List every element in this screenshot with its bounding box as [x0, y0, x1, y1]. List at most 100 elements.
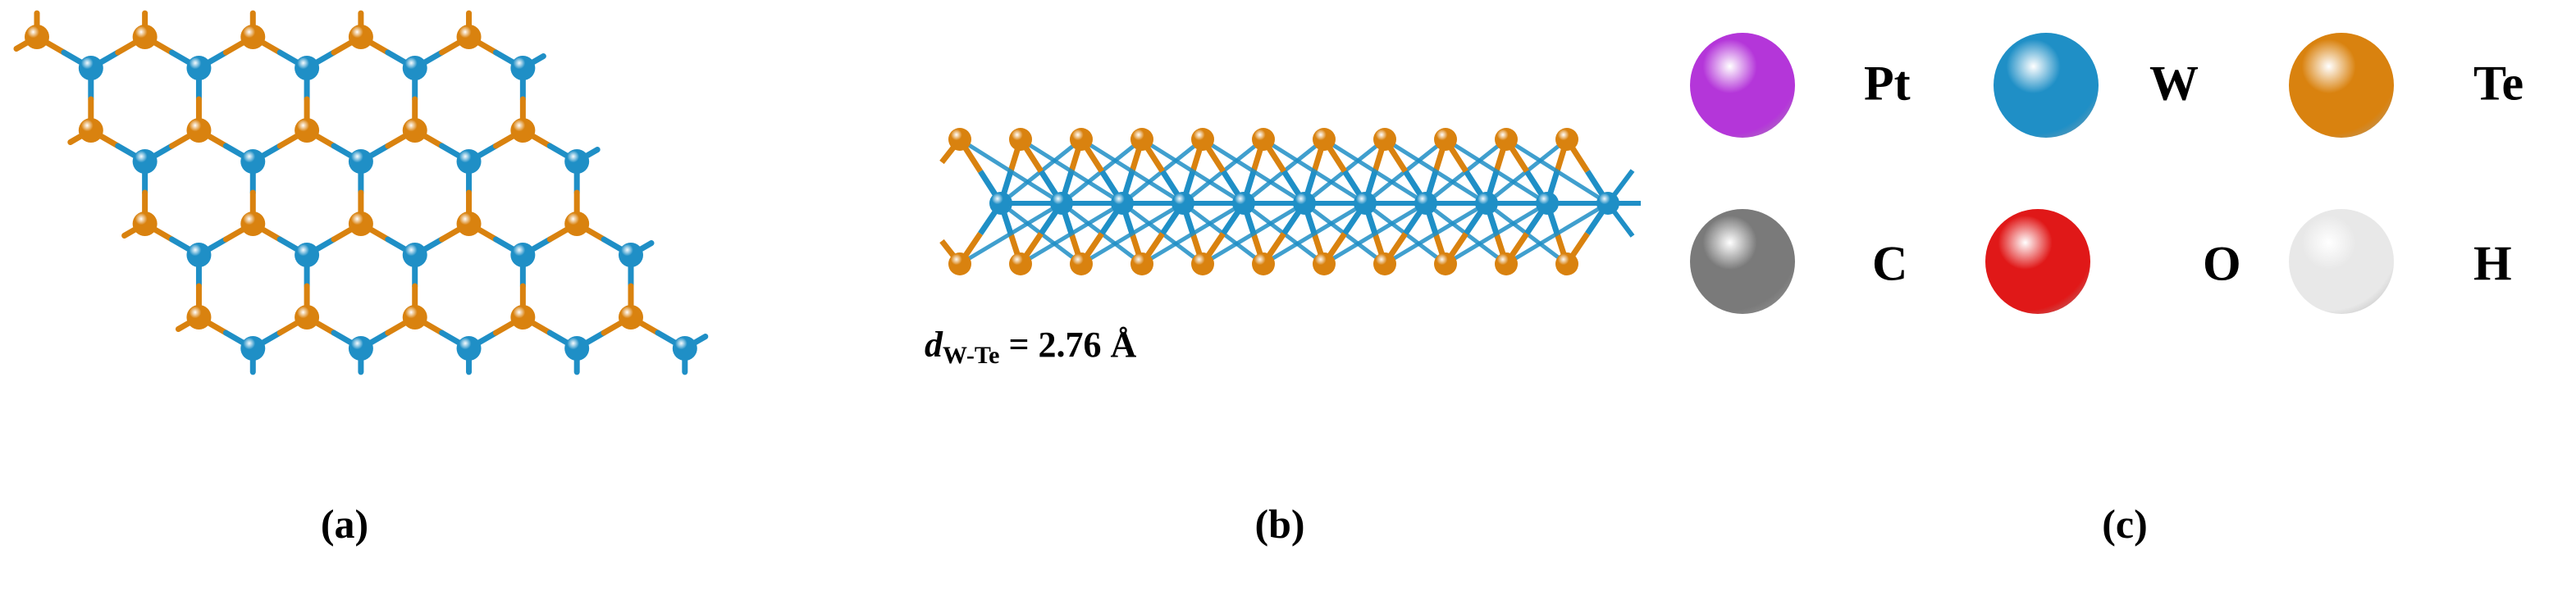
tungsten-atom	[564, 149, 590, 174]
tellurium-atom	[1070, 128, 1093, 151]
tellurium-atom	[1191, 252, 1214, 275]
bond	[1019, 201, 1124, 266]
tungsten-atom	[1293, 192, 1316, 215]
tungsten-atom	[1536, 192, 1559, 215]
legend-ball-pt	[1690, 33, 1795, 138]
tungsten-atom	[456, 149, 482, 174]
bond	[958, 201, 1063, 266]
atom-layer	[948, 128, 1619, 275]
legend-label-pt: Pt	[1864, 56, 1911, 111]
tungsten-atom	[564, 336, 590, 361]
tellurium-atom	[1495, 128, 1518, 151]
tungsten-atom	[132, 149, 158, 174]
panel-b-side-view	[902, 0, 1641, 591]
tungsten-atom	[1232, 192, 1255, 215]
tellurium-atom	[1555, 252, 1578, 275]
wte2-top-view-lattice	[13, 10, 709, 375]
tungsten-atom	[510, 243, 536, 267]
bond-length-subscript: W-Te	[943, 342, 1000, 369]
wte2-side-view-lattice	[939, 128, 1641, 275]
tungsten-atom	[989, 192, 1012, 215]
legend-ball-h	[2289, 209, 2394, 314]
tellurium-atom	[186, 118, 212, 143]
tellurium-atom	[456, 211, 482, 236]
bond	[1262, 201, 1367, 266]
legend-ball-w	[1994, 33, 2099, 138]
legend-label-o: O	[2203, 236, 2241, 291]
legend-ball-te	[2289, 33, 2394, 138]
legend-label-c: C	[1872, 236, 1908, 291]
tellurium-atom	[186, 305, 212, 330]
tungsten-atom	[348, 336, 373, 361]
tungsten-atom	[1050, 192, 1073, 215]
tungsten-atom	[1111, 192, 1134, 215]
tungsten-atom	[186, 56, 212, 80]
bond	[1505, 137, 1610, 206]
caption-b: (b)	[1254, 501, 1305, 547]
tellurium-atom	[25, 25, 49, 49]
tellurium-atom	[402, 118, 427, 143]
tellurium-atom	[1373, 252, 1396, 275]
tellurium-atom	[1434, 128, 1457, 151]
bond	[1140, 201, 1245, 266]
tungsten-atom	[402, 243, 427, 267]
tungsten-atom	[1596, 192, 1619, 215]
tungsten-atom	[510, 56, 536, 80]
tellurium-atom	[510, 118, 536, 143]
bond	[1383, 137, 1488, 206]
tellurium-atom	[1070, 252, 1093, 275]
bond	[1322, 201, 1427, 266]
tungsten-atom	[348, 149, 373, 174]
tellurium-atom	[564, 211, 590, 236]
tellurium-atom	[348, 25, 373, 49]
tellurium-atom	[1373, 128, 1396, 151]
caption-c: (c)	[2102, 501, 2148, 547]
tellurium-atom	[1009, 252, 1032, 275]
legend-ball-o	[1985, 209, 2090, 314]
tellurium-atom	[1252, 252, 1275, 275]
legend-ball-c	[1690, 209, 1795, 314]
bond	[1201, 201, 1306, 266]
bond	[1140, 137, 1245, 206]
bond-length-symbol: d	[925, 325, 943, 365]
tungsten-atom	[186, 243, 212, 267]
bond	[1505, 201, 1610, 266]
tellurium-atom	[240, 25, 266, 49]
bond	[1080, 137, 1185, 206]
tellurium-atom	[348, 211, 373, 236]
tungsten-atom	[618, 243, 643, 267]
tungsten-atom	[402, 56, 427, 80]
bond	[958, 137, 1063, 206]
bond	[1444, 137, 1549, 206]
tellurium-atom	[1130, 128, 1153, 151]
tungsten-atom	[295, 56, 320, 80]
tungsten-atom	[456, 336, 482, 361]
tellurium-atom	[1009, 128, 1032, 151]
tellurium-atom	[132, 211, 158, 236]
tellurium-atom	[1313, 128, 1336, 151]
bond	[1201, 137, 1306, 206]
tellurium-atom	[1555, 128, 1578, 151]
tellurium-atom	[295, 118, 320, 143]
tungsten-atom	[240, 149, 266, 174]
tellurium-atom	[78, 118, 103, 143]
legend-label-te: Te	[2473, 56, 2524, 111]
bond	[1262, 137, 1367, 206]
tellurium-atom	[1313, 252, 1336, 275]
tungsten-atom	[240, 336, 266, 361]
bond-length-value: = 2.76 Å	[999, 325, 1137, 365]
tellurium-atom	[1252, 128, 1275, 151]
tellurium-atom	[948, 252, 971, 275]
tellurium-atom	[510, 305, 536, 330]
tellurium-atom	[1191, 128, 1214, 151]
tungsten-atom	[1475, 192, 1498, 215]
legend-label-h: H	[2473, 236, 2512, 291]
bond	[1322, 137, 1427, 206]
bond	[1444, 201, 1549, 266]
tungsten-atom	[78, 56, 103, 80]
tungsten-atom	[672, 336, 697, 361]
atom-layer	[25, 25, 697, 361]
tellurium-atom	[456, 25, 482, 49]
tungsten-atom	[1414, 192, 1437, 215]
